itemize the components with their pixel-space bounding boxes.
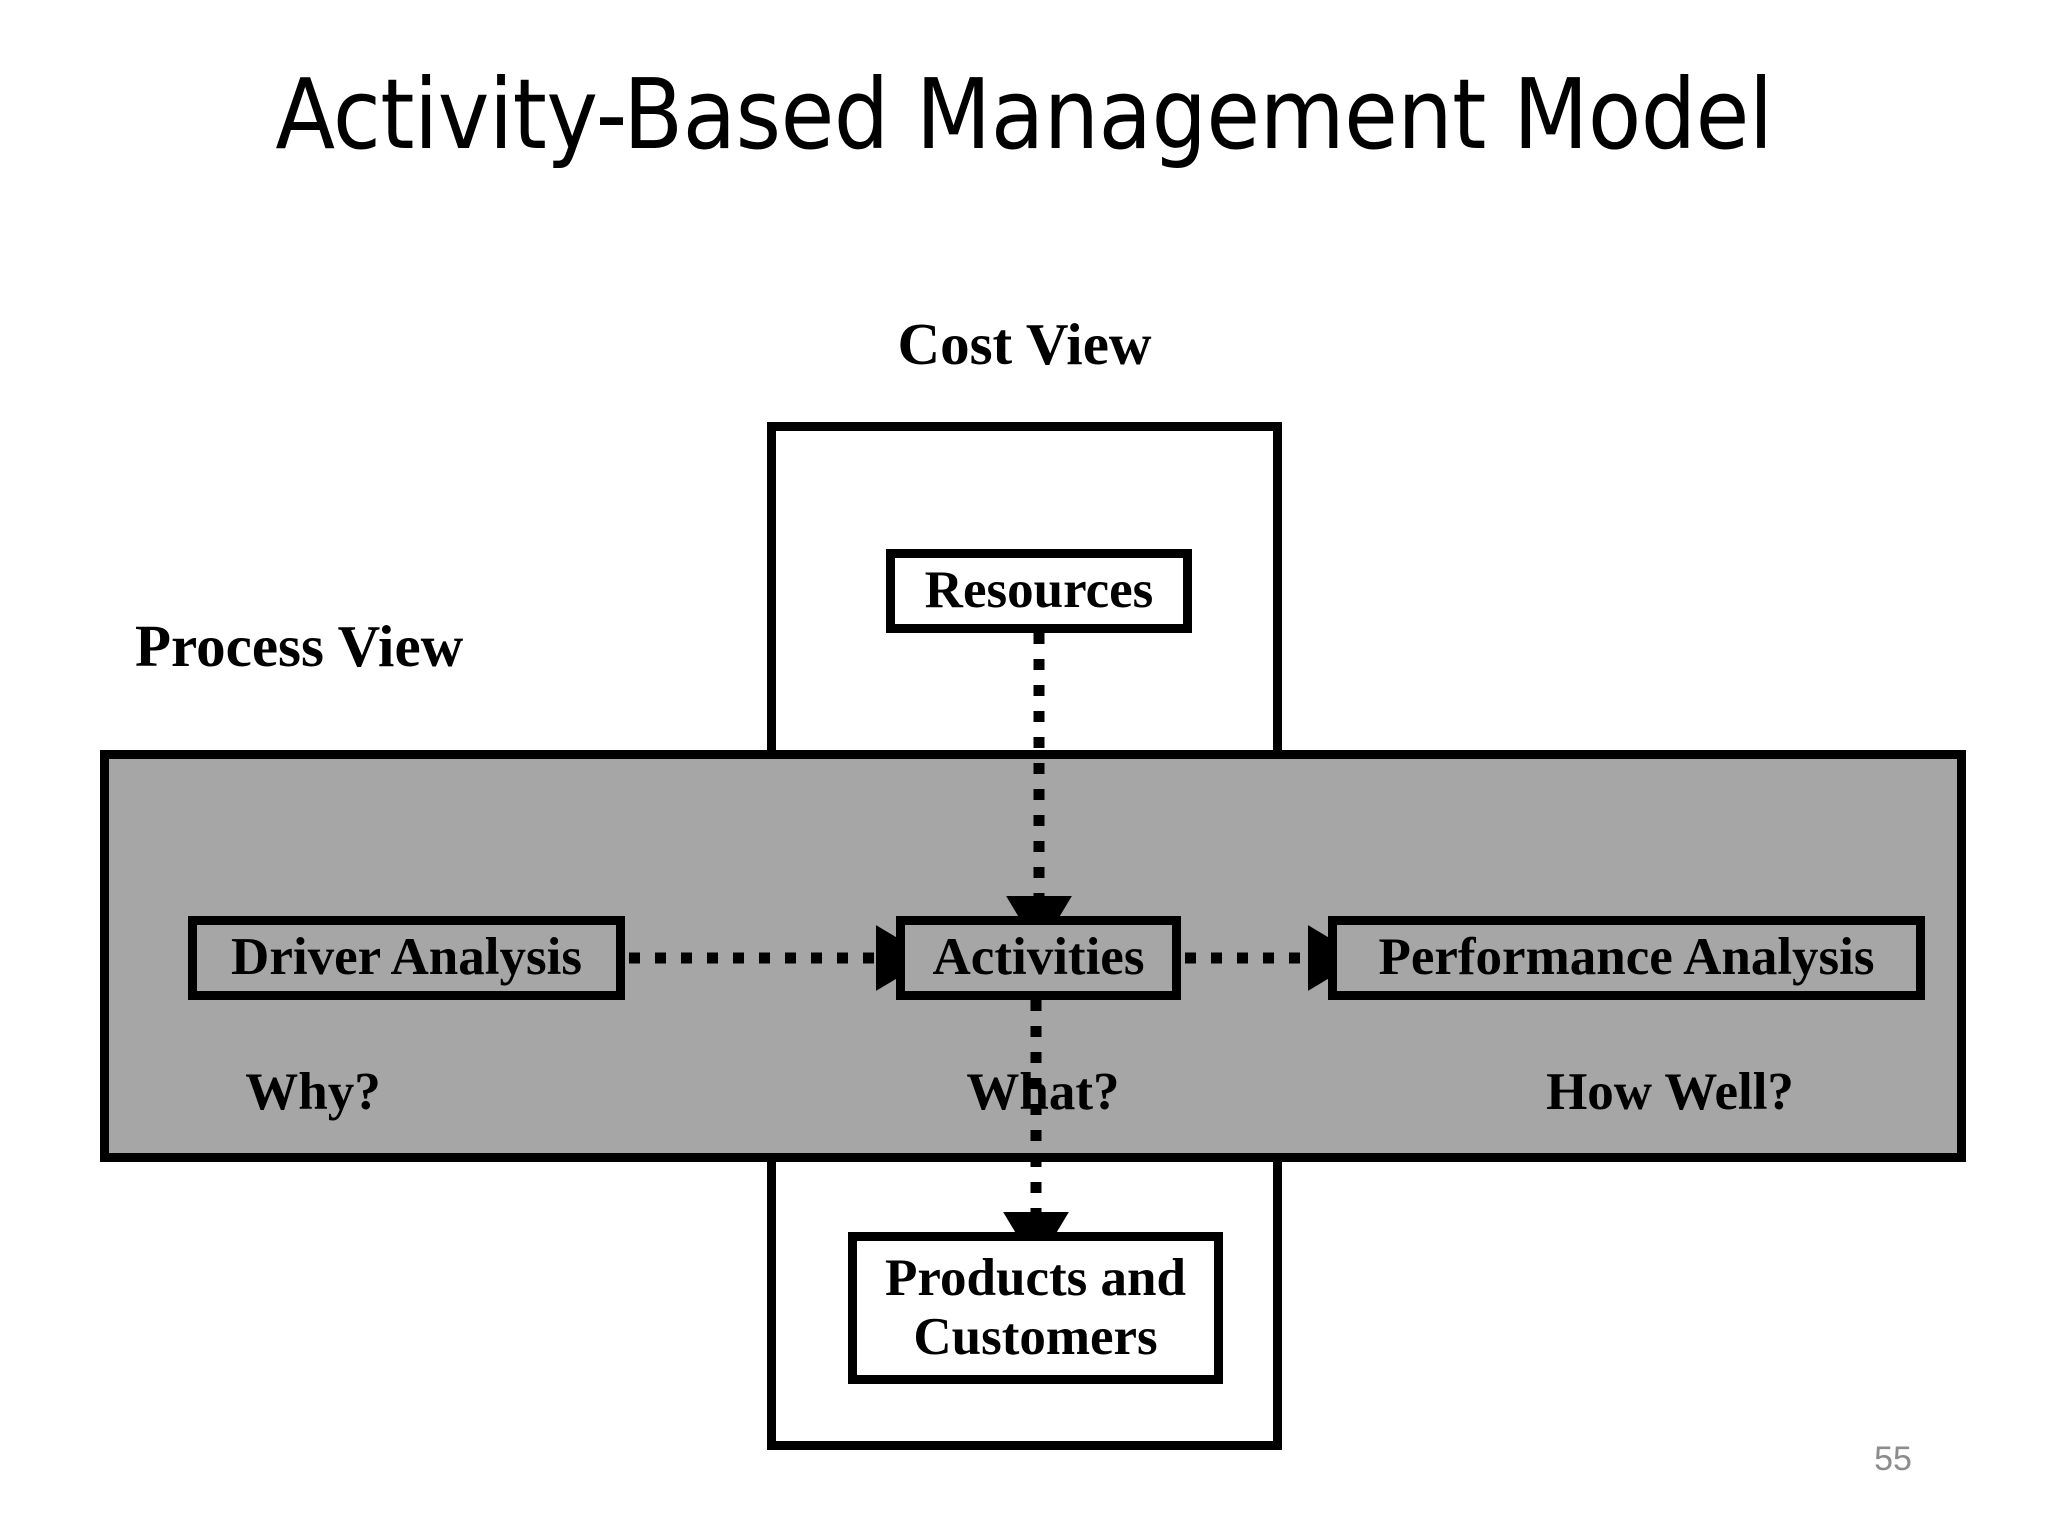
node-activities-label: Activities xyxy=(932,928,1145,987)
question-label-how-well: How Well? xyxy=(1546,1063,1794,1121)
process-view-caption: Process View xyxy=(135,613,464,679)
cost-view-caption: Cost View xyxy=(897,311,1152,377)
node-activities[interactable]: Activities xyxy=(896,916,1181,1000)
node-performance-analysis-label: Performance Analysis xyxy=(1378,928,1875,987)
node-driver-analysis[interactable]: Driver Analysis xyxy=(188,916,625,1000)
page-title: Activity-Based Management Model xyxy=(275,58,1773,171)
node-resources[interactable]: Resources xyxy=(886,549,1192,633)
node-driver-analysis-label: Driver Analysis xyxy=(231,928,582,987)
question-label-why: Why? xyxy=(245,1063,381,1121)
node-performance-analysis[interactable]: Performance Analysis xyxy=(1328,916,1925,1000)
node-products-and-customers[interactable]: Products and Customers xyxy=(848,1232,1223,1384)
page-number: 55 xyxy=(1874,1440,1912,1478)
question-label-what: What? xyxy=(966,1063,1120,1121)
node-products-line-2: Customers xyxy=(913,1308,1158,1366)
node-resources-label: Resources xyxy=(924,561,1154,620)
node-products-line-1: Products and xyxy=(885,1248,1186,1307)
